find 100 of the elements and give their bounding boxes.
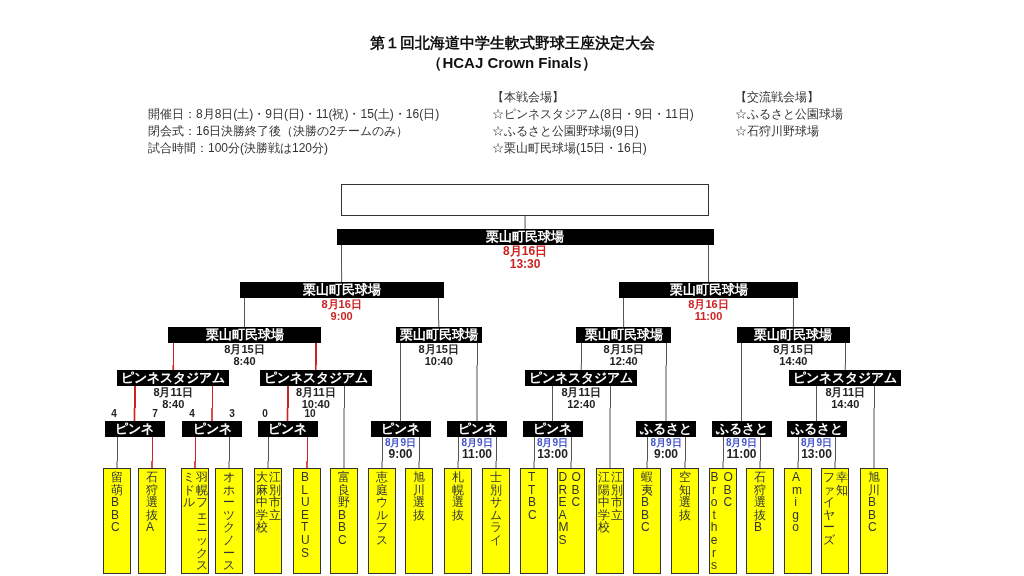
team-box: [482, 468, 510, 574]
bracket-line: [741, 364, 742, 422]
team-name: 大麻中学校: [255, 471, 268, 537]
info-text: 【本戦会場】: [492, 89, 564, 106]
time-label: 13:30: [509, 258, 541, 271]
venue-label: 栗山町民球場: [336, 229, 714, 245]
team-name: 士別サムライ: [490, 471, 502, 549]
bracket-line: [418, 460, 420, 469]
match-box: [636, 421, 696, 461]
team-name: 蝦夷BBC: [641, 471, 653, 537]
title: 第１回北海道中学生軟式野球王座決定大会: [368, 34, 656, 53]
team-name: ファイヤーズ: [822, 471, 835, 549]
bracket-line: [457, 460, 459, 469]
match-box: [395, 327, 482, 365]
bracket-line: [343, 407, 345, 469]
time-label: 11:00: [462, 448, 492, 461]
score-label: 0: [261, 408, 269, 419]
date-label: 8月9日: [536, 437, 569, 448]
info-text: 閉会式：16日決勝終了後（決勝の2チームのみ）: [148, 123, 409, 140]
match-box: [168, 327, 321, 365]
info-text: ☆石狩川野球場: [735, 123, 819, 140]
team-box: [138, 468, 166, 574]
date-label: 8月11日: [825, 386, 866, 398]
bracket-line: [792, 319, 794, 328]
bracket-line: [797, 460, 799, 469]
bracket-line: [570, 460, 572, 469]
team-name: Brothers: [710, 471, 723, 573]
date-label: 8月15日: [418, 343, 459, 355]
venue-label: ピンネスタジアム: [259, 370, 372, 386]
team-name: 羽幌フェニックス: [195, 471, 208, 573]
team-name: BLUETUS: [301, 471, 313, 562]
team-name: DREAMS: [558, 471, 571, 549]
bracket-line: [314, 364, 317, 371]
venue-label: 栗山町民球場: [168, 327, 321, 343]
team-box: [709, 468, 737, 574]
time-label: 10:40: [301, 398, 330, 410]
team-box: [405, 468, 433, 574]
venue-label: ふるさと: [786, 421, 847, 437]
score-label: 4: [110, 408, 118, 419]
bracket-line: [194, 460, 196, 469]
info-text: 開催日：8月8日(土)・9日(日)・11(祝)・15(土)・16(日): [148, 106, 440, 123]
team-box: [330, 468, 358, 574]
team-box: [215, 468, 243, 574]
date-label: 8月9日: [725, 437, 758, 448]
bracket-line: [533, 460, 535, 469]
team-name: Amigo: [792, 471, 804, 537]
bracket-line: [759, 460, 761, 469]
date-label: 8月9日: [461, 437, 493, 448]
bracket-line: [816, 407, 817, 422]
team-name: TTBC: [528, 471, 540, 524]
score-label: 10: [304, 408, 316, 419]
bracket-line: [646, 460, 648, 469]
date-label: 8月11日: [561, 386, 602, 398]
date-label: 8月9日: [650, 437, 682, 448]
bracket-line: [873, 407, 875, 469]
match-box: [239, 282, 444, 320]
match-box: [182, 421, 242, 461]
date-label: 8月15日: [224, 343, 265, 355]
team-name: 旭川選抜: [413, 471, 425, 524]
score-label: 7: [151, 408, 159, 419]
bracket-line: [552, 407, 553, 422]
venue-label: ふるさと: [711, 421, 772, 437]
team-name: ミドル: [182, 471, 195, 512]
bracket-line: [228, 460, 230, 469]
score-label: 4: [188, 408, 196, 419]
bracket-line: [708, 270, 709, 283]
venue-label: ピンネ: [370, 421, 431, 437]
time-label: 8:40: [233, 355, 256, 367]
bracket-line: [381, 460, 383, 469]
team-box: [181, 468, 209, 574]
time-label: 14:40: [779, 355, 808, 367]
team-name: 旭川BBC: [868, 471, 880, 537]
team-name: 富良野BBC: [338, 471, 350, 549]
match-box: [618, 282, 799, 320]
match-box: [259, 370, 372, 408]
team-box: [557, 468, 585, 574]
time-label: 14:40: [831, 398, 860, 410]
date-label: 8月16日: [321, 298, 362, 310]
team-box: [671, 468, 699, 574]
team-name: 石狩選抜A: [146, 471, 158, 537]
subtitle: （HCAJ Crown Finals）: [426, 54, 598, 73]
bracket-line: [609, 407, 611, 469]
info-text: ☆ふるさと公園球場: [735, 106, 843, 123]
team-box: [444, 468, 472, 574]
match-box: [736, 327, 851, 365]
team-box: [821, 468, 849, 574]
bracket-line: [341, 270, 343, 283]
team-box: [103, 468, 131, 574]
date-label: 8月11日: [295, 386, 336, 398]
team-box: [746, 468, 774, 574]
team-name: 江陽中学校: [597, 471, 610, 537]
date-label: 8月16日: [503, 245, 548, 258]
champion-box: [341, 184, 709, 216]
time-label: 10:40: [424, 355, 453, 367]
bracket-line: [116, 460, 118, 469]
time-label: 9:00: [388, 448, 413, 461]
team-box: [368, 468, 396, 574]
bracket-line: [684, 460, 686, 469]
match-box: [104, 421, 165, 461]
date-label: 8月9日: [384, 437, 417, 448]
